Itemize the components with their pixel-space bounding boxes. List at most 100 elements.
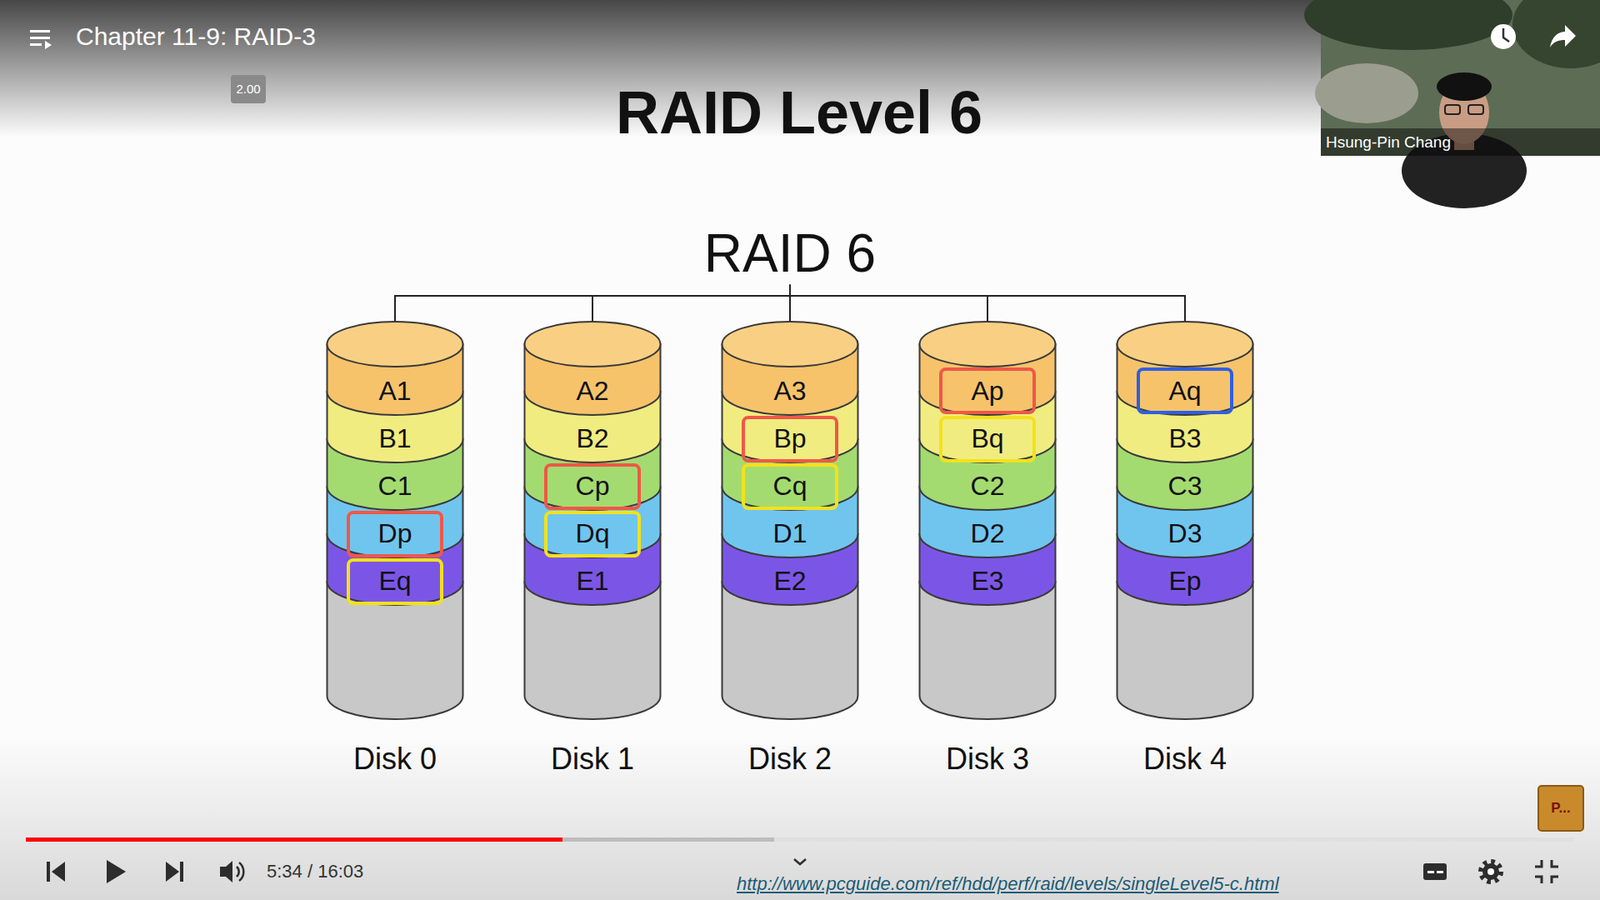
clock-icon xyxy=(1503,28,1510,42)
tree-connector xyxy=(592,285,790,321)
block-label: C1 xyxy=(378,470,413,502)
progress-played xyxy=(25,837,563,842)
stripe-block: B3 xyxy=(1136,415,1234,463)
block-label: D1 xyxy=(773,518,808,550)
volume-icon xyxy=(236,866,240,877)
menu-icon xyxy=(30,30,50,33)
volume-icon xyxy=(239,862,244,881)
stripe-block: Aq xyxy=(1136,367,1234,415)
disk-cylinder xyxy=(1117,321,1254,720)
bottom-shade xyxy=(0,733,1600,900)
disk-cylinder xyxy=(920,321,1056,720)
block-label: Dq xyxy=(575,518,610,550)
block-label: A3 xyxy=(773,375,806,407)
stripe-block: C3 xyxy=(1136,463,1234,510)
stripe-block: Bq xyxy=(939,415,1036,463)
block-label: C3 xyxy=(1168,470,1203,502)
disk-node: Disk 3ApBqC2D2E3 xyxy=(919,320,1057,778)
tree-connector xyxy=(790,285,1185,321)
disk-node: Disk 0 A1B1C1DpEq xyxy=(326,320,465,778)
disk-cylinder xyxy=(525,321,661,720)
stripe-block: E2 xyxy=(741,558,839,605)
captions-icon xyxy=(1427,870,1435,874)
clock-icon xyxy=(1490,24,1516,50)
progress-buffer xyxy=(25,837,775,842)
disk-node: Disk 1 A2B2CpDqE1 xyxy=(524,320,662,778)
stripe-block: C1 xyxy=(346,463,444,510)
tree-connector xyxy=(790,285,988,321)
block-label: Cp xyxy=(575,470,610,502)
stripe-block: E1 xyxy=(544,558,641,605)
presenter-name: Hsung-Pin Chang xyxy=(1325,133,1451,152)
time-display: 5:34 / 16:03 xyxy=(266,860,364,882)
webcam-person xyxy=(1468,105,1484,115)
stripe-block: Eq xyxy=(346,558,444,605)
disk-node: Disk 2A3BpCqD1E2 xyxy=(721,320,860,778)
tree-connector xyxy=(395,285,790,321)
block-label: Cq xyxy=(773,470,808,502)
disk-node: Disk 4 AqB3C3D3Ep xyxy=(1116,320,1255,778)
presenter-icon xyxy=(1538,785,1584,831)
array-label: RAID 6 xyxy=(704,223,876,285)
webcam-rocks xyxy=(1315,63,1419,124)
stripe-block: Ap xyxy=(939,367,1036,415)
stripe-block: A3 xyxy=(741,367,839,415)
block-label: Bq xyxy=(970,423,1004,455)
stripe-block: D2 xyxy=(939,510,1036,558)
stripe-block: Cq xyxy=(741,463,839,510)
block-label: Aq xyxy=(1168,375,1201,407)
stripe-block: D1 xyxy=(741,510,839,558)
progress-track xyxy=(25,837,1575,842)
stripe-block: A1 xyxy=(346,367,444,415)
share-icon xyxy=(1550,25,1576,48)
block-label: E3 xyxy=(970,565,1004,597)
speed-badge: 2.00 xyxy=(230,75,265,103)
prev-icon xyxy=(46,861,50,882)
settings-icon xyxy=(1480,861,1501,882)
block-label: D2 xyxy=(970,518,1005,550)
block-label: Ep xyxy=(1168,565,1201,597)
stripe-block: Ep xyxy=(1136,558,1234,605)
disk-label: Disk 1 xyxy=(550,741,635,776)
chevron-icon xyxy=(794,859,806,865)
block-label: Eq xyxy=(378,565,411,597)
block-label: Ap xyxy=(970,375,1004,407)
volume-icon xyxy=(220,860,233,883)
block-label: Dp xyxy=(378,518,413,550)
captions-icon xyxy=(1436,870,1444,874)
next-icon xyxy=(180,861,184,882)
video-title: Chapter 11-9: RAID-3 xyxy=(75,22,316,52)
block-label: D3 xyxy=(1168,518,1203,550)
prev-icon xyxy=(51,861,65,882)
webcam-strip xyxy=(1320,128,1600,156)
stripe-block: Cp xyxy=(544,463,641,510)
block-label: E2 xyxy=(773,565,806,597)
stripe-block: Bp xyxy=(741,415,839,463)
webcam-trees xyxy=(1304,0,1513,50)
stripe-block: E3 xyxy=(939,558,1036,605)
captions-icon xyxy=(1423,863,1447,880)
settings-icon xyxy=(1487,868,1495,875)
stripe-block: B1 xyxy=(346,415,444,463)
settings-icon xyxy=(1482,863,1500,880)
webcam-person xyxy=(1445,105,1460,115)
block-label: A2 xyxy=(575,375,609,407)
next-icon xyxy=(165,861,180,882)
stripe-block: Dq xyxy=(544,510,641,558)
block-label: B3 xyxy=(1168,423,1201,455)
block-label: B2 xyxy=(575,423,609,455)
menu-icon xyxy=(45,40,52,50)
menu-icon xyxy=(30,43,42,46)
stripe-block: B2 xyxy=(544,415,641,463)
disk-label: Disk 3 xyxy=(945,741,1030,776)
stripe-block: A2 xyxy=(544,367,641,415)
disk-label: Disk 4 xyxy=(1143,741,1227,776)
play-icon xyxy=(106,860,126,884)
source-url: http://www.pcguide.com/ref/hdd/perf/raid… xyxy=(736,873,1280,895)
disk-label: Disk 0 xyxy=(353,741,437,776)
disk-cylinder xyxy=(327,321,464,720)
block-label: B1 xyxy=(378,423,411,455)
webcam-person xyxy=(1436,72,1492,101)
